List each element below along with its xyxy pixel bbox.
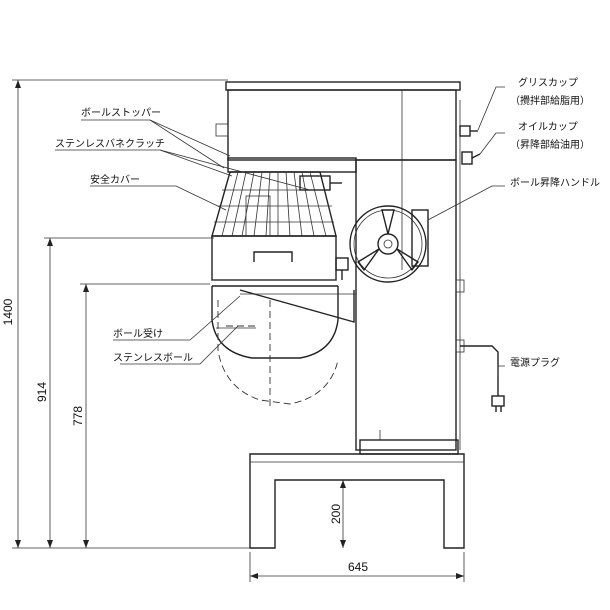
label-grease-cup: グリスカップ [518, 76, 578, 89]
dimension-645-label: 645 [348, 560, 368, 574]
label-power-plug: 電源プラグ [510, 356, 560, 369]
label-safety-cover: 安全カバー [90, 173, 140, 186]
dimension-200-label: 200 [329, 504, 343, 524]
label-bowl-lift-handle: ボール昇降ハンドル [510, 176, 600, 189]
dimension-base-height: 200 [275, 479, 350, 548]
dimension-total-height: 1400 [1, 79, 250, 549]
label-bowl-holder: ボール受け [113, 328, 163, 340]
beater-head [211, 157, 357, 237]
label-stainless-spring-clutch: ステンレスバネクラッチ [55, 138, 165, 150]
dimension-778: 778 [71, 283, 210, 548]
label-oil-cup-note: （昇降部給油用） [510, 138, 590, 151]
machine-column [215, 81, 465, 455]
base-frame [249, 453, 465, 549]
leader-lines-left [55, 119, 311, 365]
dimension-base-width: 645 [249, 552, 465, 582]
label-oil-cup: オイルカップ [518, 121, 578, 133]
dimension-1400-label: 1400 [1, 298, 15, 325]
label-grease-cup-note: （攪拌部給脂用） [510, 94, 590, 107]
dimension-914-label: 914 [35, 382, 49, 402]
leader-lines-right [427, 86, 505, 376]
bowl-assembly [211, 235, 356, 410]
label-stainless-bowl: ステンレスボール [113, 352, 193, 364]
grease-cup-fitting [459, 125, 481, 165]
power-cord [460, 345, 505, 412]
dimension-914: 914 [35, 237, 214, 548]
dimension-778-label: 778 [71, 406, 85, 426]
label-bowl-stopper: ボールストッパー [81, 107, 161, 119]
bowl-lift-handle-wheel [349, 205, 429, 283]
